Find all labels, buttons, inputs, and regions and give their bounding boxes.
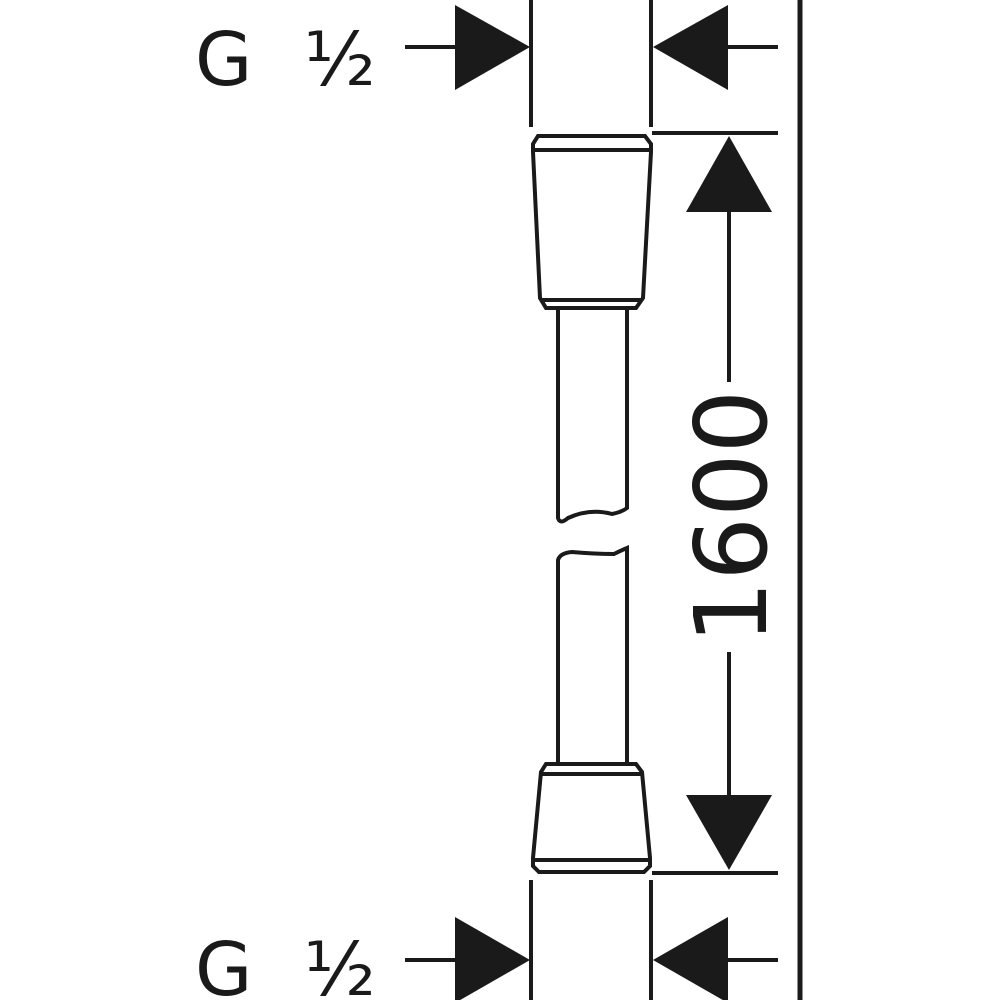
length-dimension-label: 1600 <box>673 390 790 645</box>
arrow-down-icon <box>686 795 772 870</box>
hose-tube-top <box>556 310 629 524</box>
arrow-left-icon <box>653 917 728 1000</box>
arrow-right-icon <box>455 917 530 1000</box>
hose-tube-bottom <box>556 545 629 766</box>
top-thread-label: G ½ <box>195 17 390 103</box>
arrow-up-icon <box>686 136 772 212</box>
top-fitting <box>531 134 653 310</box>
bottom-thread-label: G ½ <box>195 927 390 1000</box>
arrow-right-icon <box>455 5 530 90</box>
arrow-left-icon <box>653 5 728 90</box>
bottom-fitting <box>531 762 652 874</box>
